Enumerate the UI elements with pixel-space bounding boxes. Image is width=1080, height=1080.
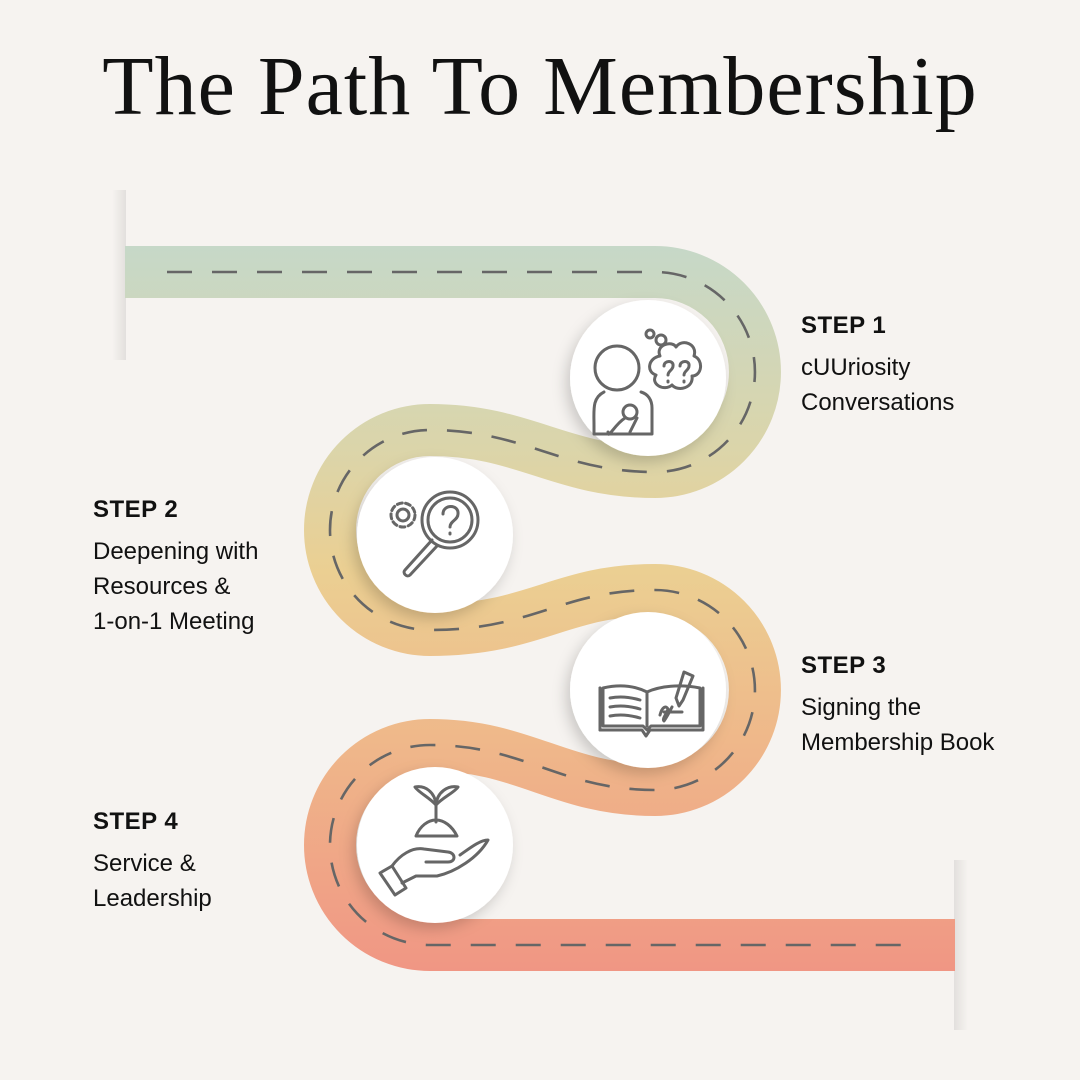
step-4-text: STEP 4 Service & Leadership: [93, 808, 212, 916]
road-start-shadow: [112, 190, 126, 360]
magnifier-gear-question-icon: [389, 490, 480, 578]
page-title: The Path To Membership: [102, 40, 978, 133]
step-4-label: STEP 4: [93, 808, 179, 835]
step-2-label: STEP 2: [93, 496, 179, 523]
step-3-label: STEP 3: [801, 652, 887, 679]
step-4-description: Service & Leadership: [93, 850, 212, 912]
step-2-text: STEP 2 Deepening with Resources & 1-on-1…: [93, 496, 258, 639]
step-3-description: Signing the Membership Book: [801, 694, 995, 756]
step-2-badge: [357, 457, 513, 613]
step-3-badge: [570, 612, 726, 768]
road-end-shadow: [954, 860, 968, 1030]
step-1-badge: [570, 300, 726, 456]
road-center-dashes: [167, 270, 915, 947]
step-2-description: Deepening with Resources & 1-on-1 Meetin…: [93, 538, 259, 635]
signing-book-icon: [598, 670, 705, 738]
step-1-text: STEP 1 cUUriosity Conversations: [801, 312, 954, 420]
thinking-person-icon: [592, 328, 702, 436]
step-4-badge: [357, 767, 513, 923]
step-3-text: STEP 3 Signing the Membership Book: [801, 652, 994, 760]
step-1-label: STEP 1: [801, 312, 887, 339]
hand-sprout-icon: [378, 785, 490, 897]
step-1-description: cUUriosity Conversations: [801, 354, 955, 416]
